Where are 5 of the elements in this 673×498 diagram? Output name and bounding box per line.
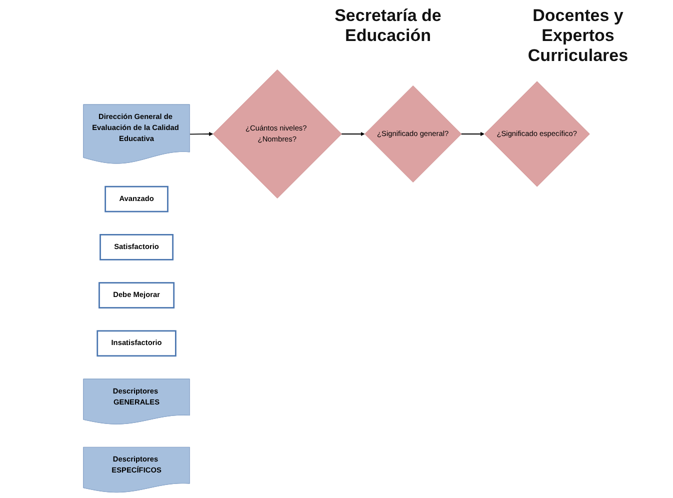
column-heading: Secretaría de Educación [334,6,442,47]
arrow [190,132,214,136]
column-heading: Docentes y Expertos Curriculares [526,6,630,66]
arrow [460,132,484,136]
arrow [340,132,365,136]
